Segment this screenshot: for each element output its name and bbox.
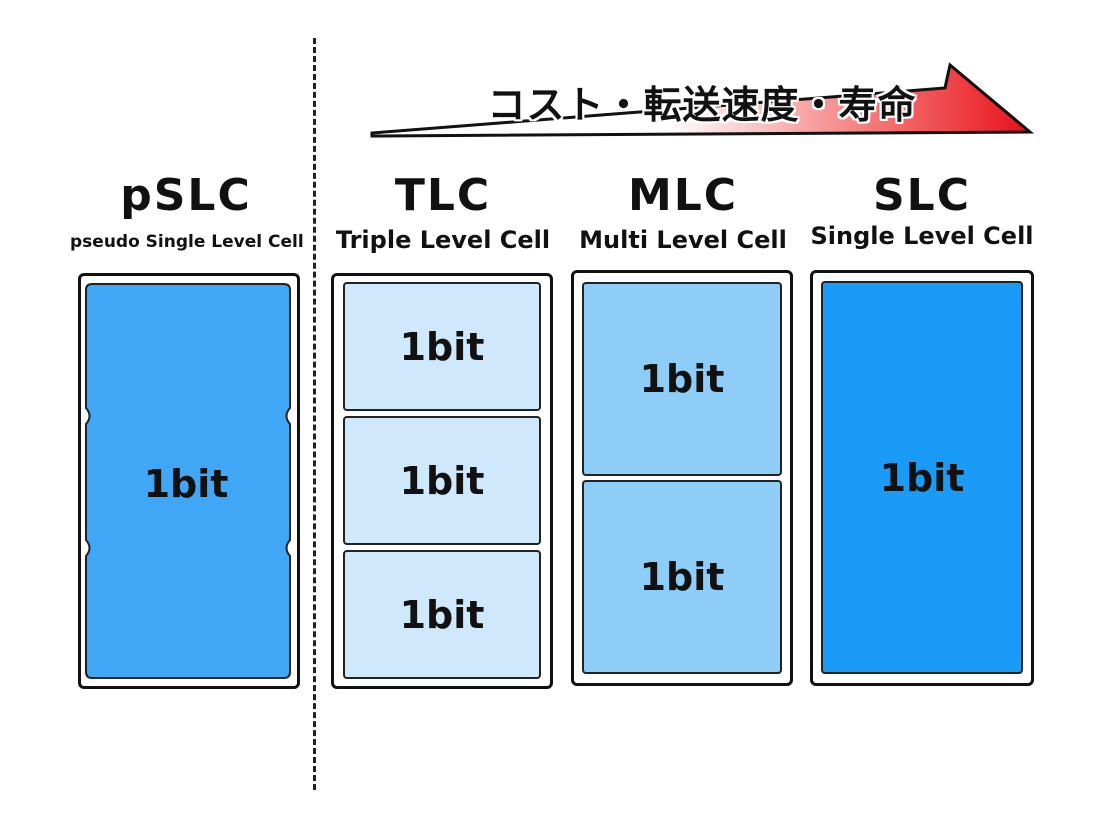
- slc-cell-1: 1bit: [821, 281, 1023, 674]
- pslc-cell-label: 1bit: [143, 462, 229, 506]
- mlc-title: MLC: [627, 170, 739, 221]
- pslc-subtitle: pseudo Single Level Cell: [70, 232, 304, 252]
- banner-text: コスト・転送速度・寿命: [487, 83, 917, 127]
- mlc-subtitle: Multi Level Cell: [579, 226, 787, 254]
- pslc-title: pSLC: [120, 170, 252, 221]
- slc-subtitle: Single Level Cell: [810, 222, 1034, 250]
- slc-title: SLC: [872, 170, 972, 221]
- tlc-title: TLC: [394, 170, 492, 221]
- tlc-cell-2-label: 1bit: [399, 458, 485, 503]
- gradient-arrow-icon: [370, 62, 1035, 138]
- mlc-cell-1-label: 1bit: [639, 357, 725, 401]
- dashed-divider: [313, 38, 316, 790]
- trend-arrow-banner: コスト・転送速度・寿命: [360, 60, 1040, 140]
- slc-cell-1-label: 1bit: [879, 455, 965, 500]
- tlc-cell-1: 1bit: [343, 282, 541, 411]
- mlc-cell-2-label: 1bit: [639, 555, 725, 599]
- mlc-cell-2: 1bit: [582, 480, 782, 674]
- tlc-cell-3-label: 1bit: [399, 592, 485, 637]
- tlc-cell-1-label: 1bit: [399, 324, 485, 369]
- tlc-cell-2: 1bit: [343, 416, 541, 545]
- mlc-cell-1: 1bit: [582, 282, 782, 476]
- tlc-cell-3: 1bit: [343, 550, 541, 679]
- tlc-subtitle: Triple Level Cell: [335, 226, 551, 254]
